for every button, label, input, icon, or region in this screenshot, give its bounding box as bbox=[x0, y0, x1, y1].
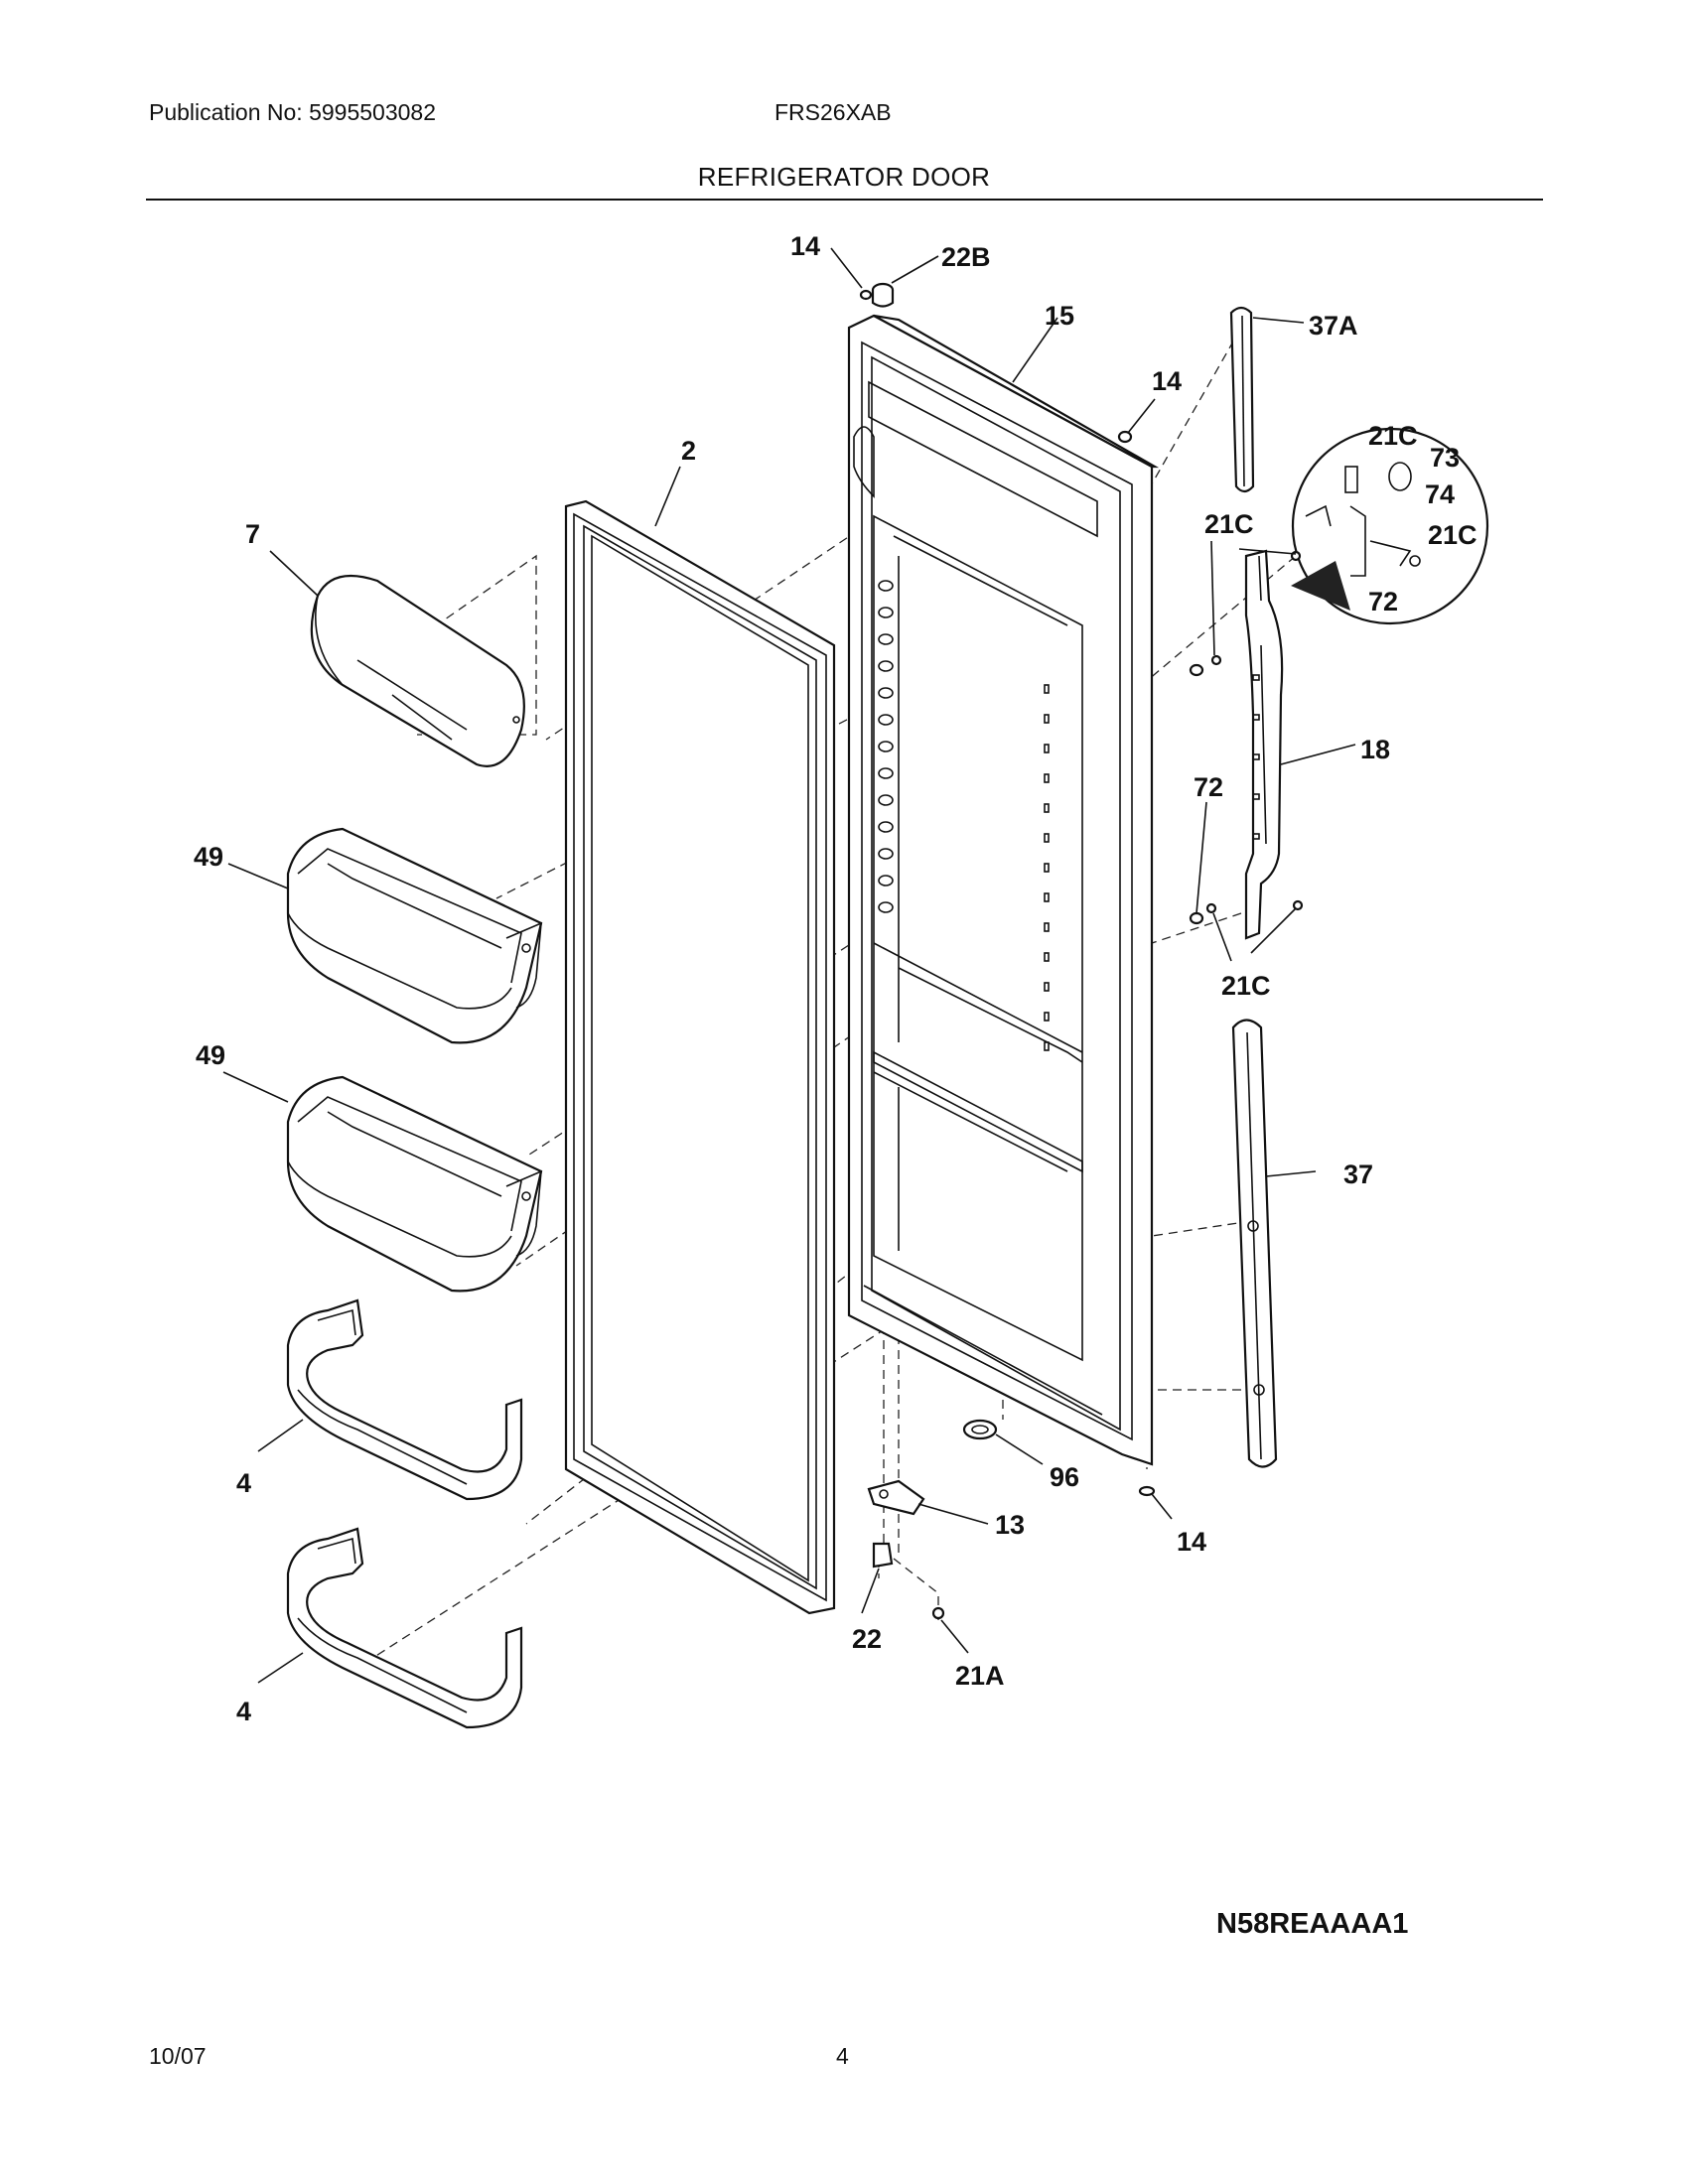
label-37A: 37A bbox=[1309, 311, 1358, 341]
label-73: 73 bbox=[1430, 443, 1460, 473]
handle-trim-part-37A bbox=[1229, 306, 1255, 493]
leader-lines bbox=[222, 247, 1356, 1684]
model-number: FRS26XAB bbox=[774, 99, 892, 125]
label-4-upper: 4 bbox=[236, 1468, 251, 1498]
label-7: 7 bbox=[245, 519, 260, 549]
door-assembly-part-15 bbox=[847, 314, 1160, 1466]
gasket-part-2 bbox=[564, 499, 836, 1615]
label-49-upper: 49 bbox=[194, 842, 223, 872]
label-15: 15 bbox=[1045, 301, 1074, 331]
diagram-code: N58REAAAA1 bbox=[1216, 1908, 1408, 1940]
handle-trim-part-37 bbox=[1231, 1019, 1278, 1468]
callout-labels: 14 22B 15 14 37A 2 7 21C 73 74 21C 21C 7… bbox=[194, 231, 1477, 1726]
label-18: 18 bbox=[1360, 735, 1390, 764]
dairy-cover-part-7 bbox=[310, 574, 525, 767]
label-72-detail: 72 bbox=[1368, 587, 1398, 616]
label-21C-upper: 21C bbox=[1204, 509, 1254, 539]
label-96: 96 bbox=[1050, 1462, 1079, 1492]
label-74: 74 bbox=[1425, 479, 1455, 509]
page-title: REFRIGERATOR DOOR bbox=[697, 162, 991, 192]
label-72: 72 bbox=[1194, 772, 1223, 802]
label-2: 2 bbox=[681, 436, 696, 466]
label-49-lower: 49 bbox=[196, 1040, 225, 1070]
shelf-part-4-lower bbox=[286, 1527, 523, 1729]
label-22: 22 bbox=[852, 1624, 882, 1654]
hinge-detail-callout bbox=[1291, 427, 1489, 625]
label-21C-detail: 21C bbox=[1368, 421, 1418, 451]
label-22B: 22B bbox=[941, 242, 991, 272]
page-number: 4 bbox=[836, 2043, 849, 2069]
label-21C-lower: 21C bbox=[1221, 971, 1271, 1001]
shelf-part-4-upper bbox=[286, 1298, 523, 1501]
label-21A: 21A bbox=[955, 1661, 1005, 1691]
handle-part-18 bbox=[1244, 549, 1284, 940]
label-37: 37 bbox=[1343, 1160, 1373, 1189]
header-divider bbox=[146, 199, 1543, 201]
label-13: 13 bbox=[995, 1510, 1025, 1540]
label-14-bottom: 14 bbox=[1177, 1527, 1206, 1557]
publication-date: 10/07 bbox=[149, 2043, 207, 2069]
door-bin-part-49-upper bbox=[286, 827, 543, 1044]
label-14-top: 14 bbox=[790, 231, 820, 261]
publication-number: Publication No: 5995503082 bbox=[149, 99, 437, 125]
label-21C-detail-right: 21C bbox=[1428, 520, 1477, 550]
label-14-right: 14 bbox=[1152, 366, 1182, 396]
door-bin-part-49-lower bbox=[286, 1075, 543, 1293]
label-4-lower: 4 bbox=[236, 1697, 251, 1726]
